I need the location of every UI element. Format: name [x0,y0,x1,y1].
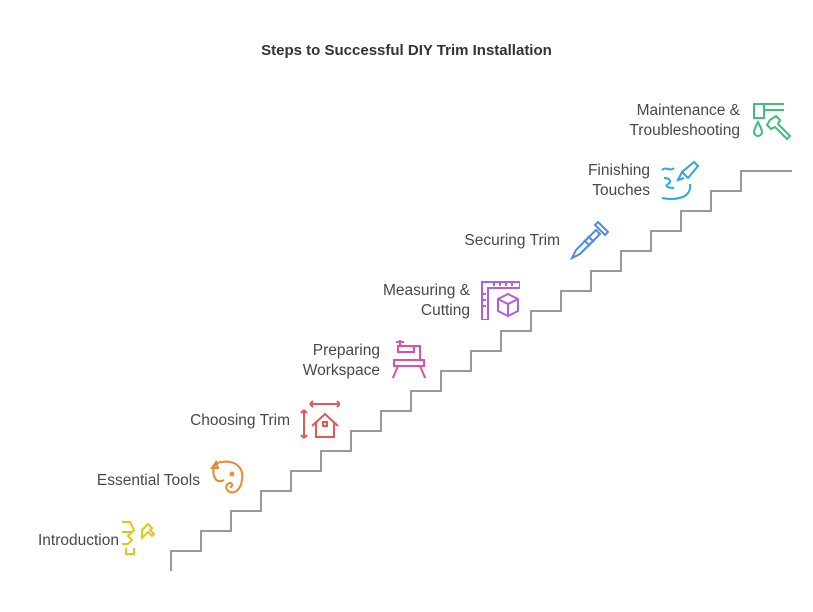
label-line: Maintenance & [636,102,740,119]
label-line: Cutting [420,302,470,319]
staircase-line [170,170,792,571]
label-line: Workspace [302,362,380,379]
nail-gun-icon [122,521,156,555]
label-line: Measuring & [382,282,470,299]
step-label-choosing-trim: Choosing Trim [190,412,290,429]
diagram-title: Steps to Successful DIY Trim Installatio… [261,42,552,59]
label-line: Preparing [312,342,380,359]
paintbrush-icon [661,160,700,200]
label-line: Touches [592,182,650,199]
step-label-essential-tools: Essential Tools [96,472,200,489]
screw-icon [570,220,610,260]
elephant-icon [210,459,244,494]
step-label-maintenance: Maintenance & Troubleshooting [629,101,740,141]
sewing-table-icon [391,340,427,378]
house-measure-icon [300,400,340,439]
step-label-measuring-cutting: Measuring & Cutting [383,281,470,321]
step-label-introduction: Introduction [38,532,119,549]
faucet-wrench-icon [752,103,792,140]
step-label-securing-trim: Securing Trim [464,232,560,249]
ruler-cube-icon [481,281,520,320]
label-line: Troubleshooting [629,122,740,139]
label-line: Finishing [587,162,650,179]
